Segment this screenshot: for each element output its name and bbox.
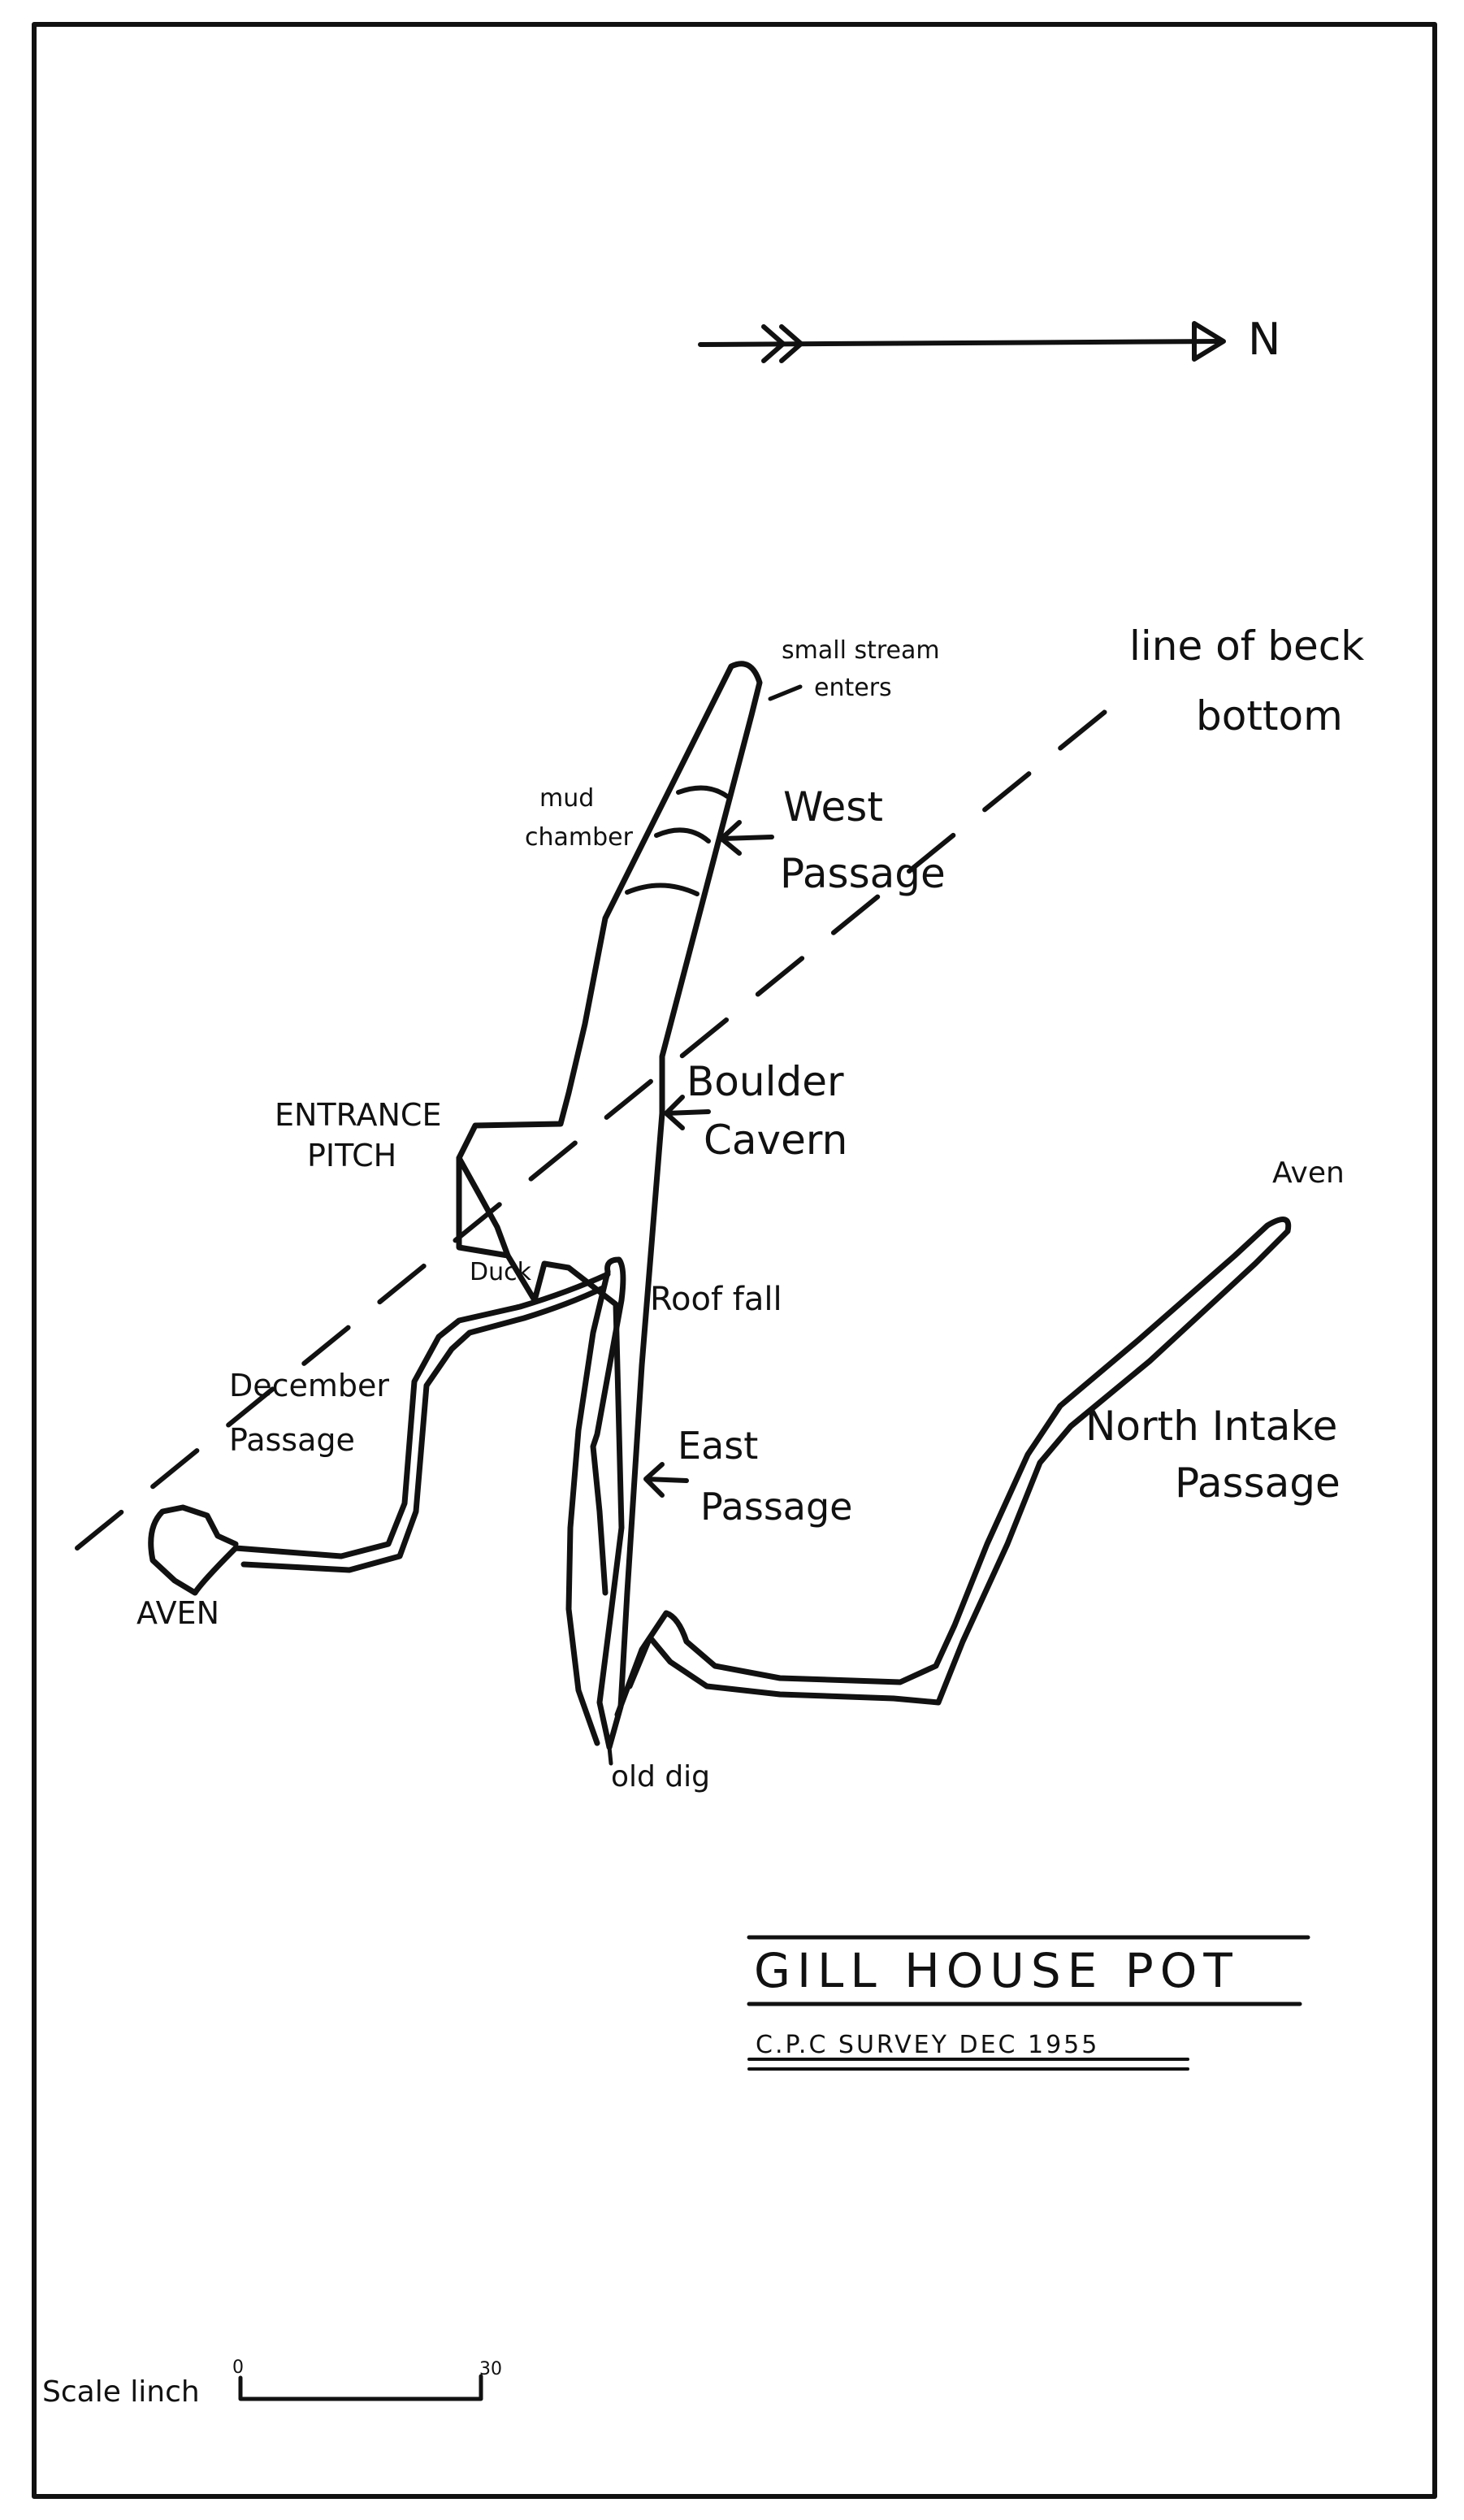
east-passage-outline xyxy=(590,1256,626,1596)
aven-north-label: Aven xyxy=(1272,1156,1345,1190)
small-stream-label: enters xyxy=(814,674,892,702)
entrance-pitch-shaft xyxy=(456,1155,511,1259)
west-passage-pointer xyxy=(719,820,774,856)
map-border xyxy=(32,22,1437,2499)
december-passage-outline xyxy=(240,1285,606,1573)
beck-bottom-label: line of beck xyxy=(1129,622,1364,670)
east-passage-pointer xyxy=(643,1462,689,1498)
mud-chamber-arc xyxy=(654,827,711,844)
mud-chamber-arc xyxy=(625,883,700,896)
duck-label: Duck xyxy=(470,1258,532,1286)
north-intake-passage-label: North Intake xyxy=(1085,1403,1337,1450)
north-label: N xyxy=(1248,314,1280,365)
east-passage-label: Passage xyxy=(700,1485,852,1529)
west-passage-outline xyxy=(456,661,763,1750)
december-passage-outline xyxy=(148,1271,611,1596)
scale-end: 30 xyxy=(479,2359,502,2379)
old-dig-pointer xyxy=(607,1745,613,1766)
map-subtitle: C.P.C SURVEY DEC 1955 xyxy=(756,2031,1099,2059)
scale-bar xyxy=(238,2374,483,2401)
north-intake-passage-label: Passage xyxy=(1175,1460,1341,1507)
boulder-cavern-label: Cavern xyxy=(704,1117,847,1164)
aven-south-label: AVEN xyxy=(136,1595,219,1631)
roof-fall-label: Roof fall xyxy=(650,1281,782,1318)
boulder-cavern-label: Boulder xyxy=(687,1058,844,1105)
north-intake-passage-outline xyxy=(614,1217,1292,1718)
small-stream-pointer xyxy=(768,684,803,701)
december-passage-label: Passage xyxy=(229,1422,355,1458)
old-dig-label: old dig xyxy=(611,1760,710,1793)
small-stream-label: small stream xyxy=(782,636,940,665)
entrance-pitch-label: ENTRANCE xyxy=(275,1097,441,1133)
north-arrow-icon xyxy=(698,321,1226,363)
west-passage-label: Passage xyxy=(780,850,946,897)
mud-chamber-label: chamber xyxy=(525,823,634,852)
mud-chamber-arc xyxy=(676,785,730,799)
boulder-cavern-pointer xyxy=(664,1095,711,1130)
entrance-pitch-label: PITCH xyxy=(307,1138,396,1173)
map-title: GILL HOUSE POT xyxy=(754,1943,1239,1998)
mud-chamber-label: mud xyxy=(539,784,594,813)
scale-start: 0 xyxy=(232,2357,244,2378)
december-passage-label: December xyxy=(229,1368,389,1403)
beck-bottom-label: bottom xyxy=(1196,692,1343,740)
east-passage-label: East xyxy=(678,1424,758,1468)
west-passage-label: West xyxy=(783,783,883,831)
scale-label: Scale linch xyxy=(42,2375,200,2409)
east-passage-outline xyxy=(565,1269,611,1746)
beck-bottom-line xyxy=(75,688,1133,1551)
